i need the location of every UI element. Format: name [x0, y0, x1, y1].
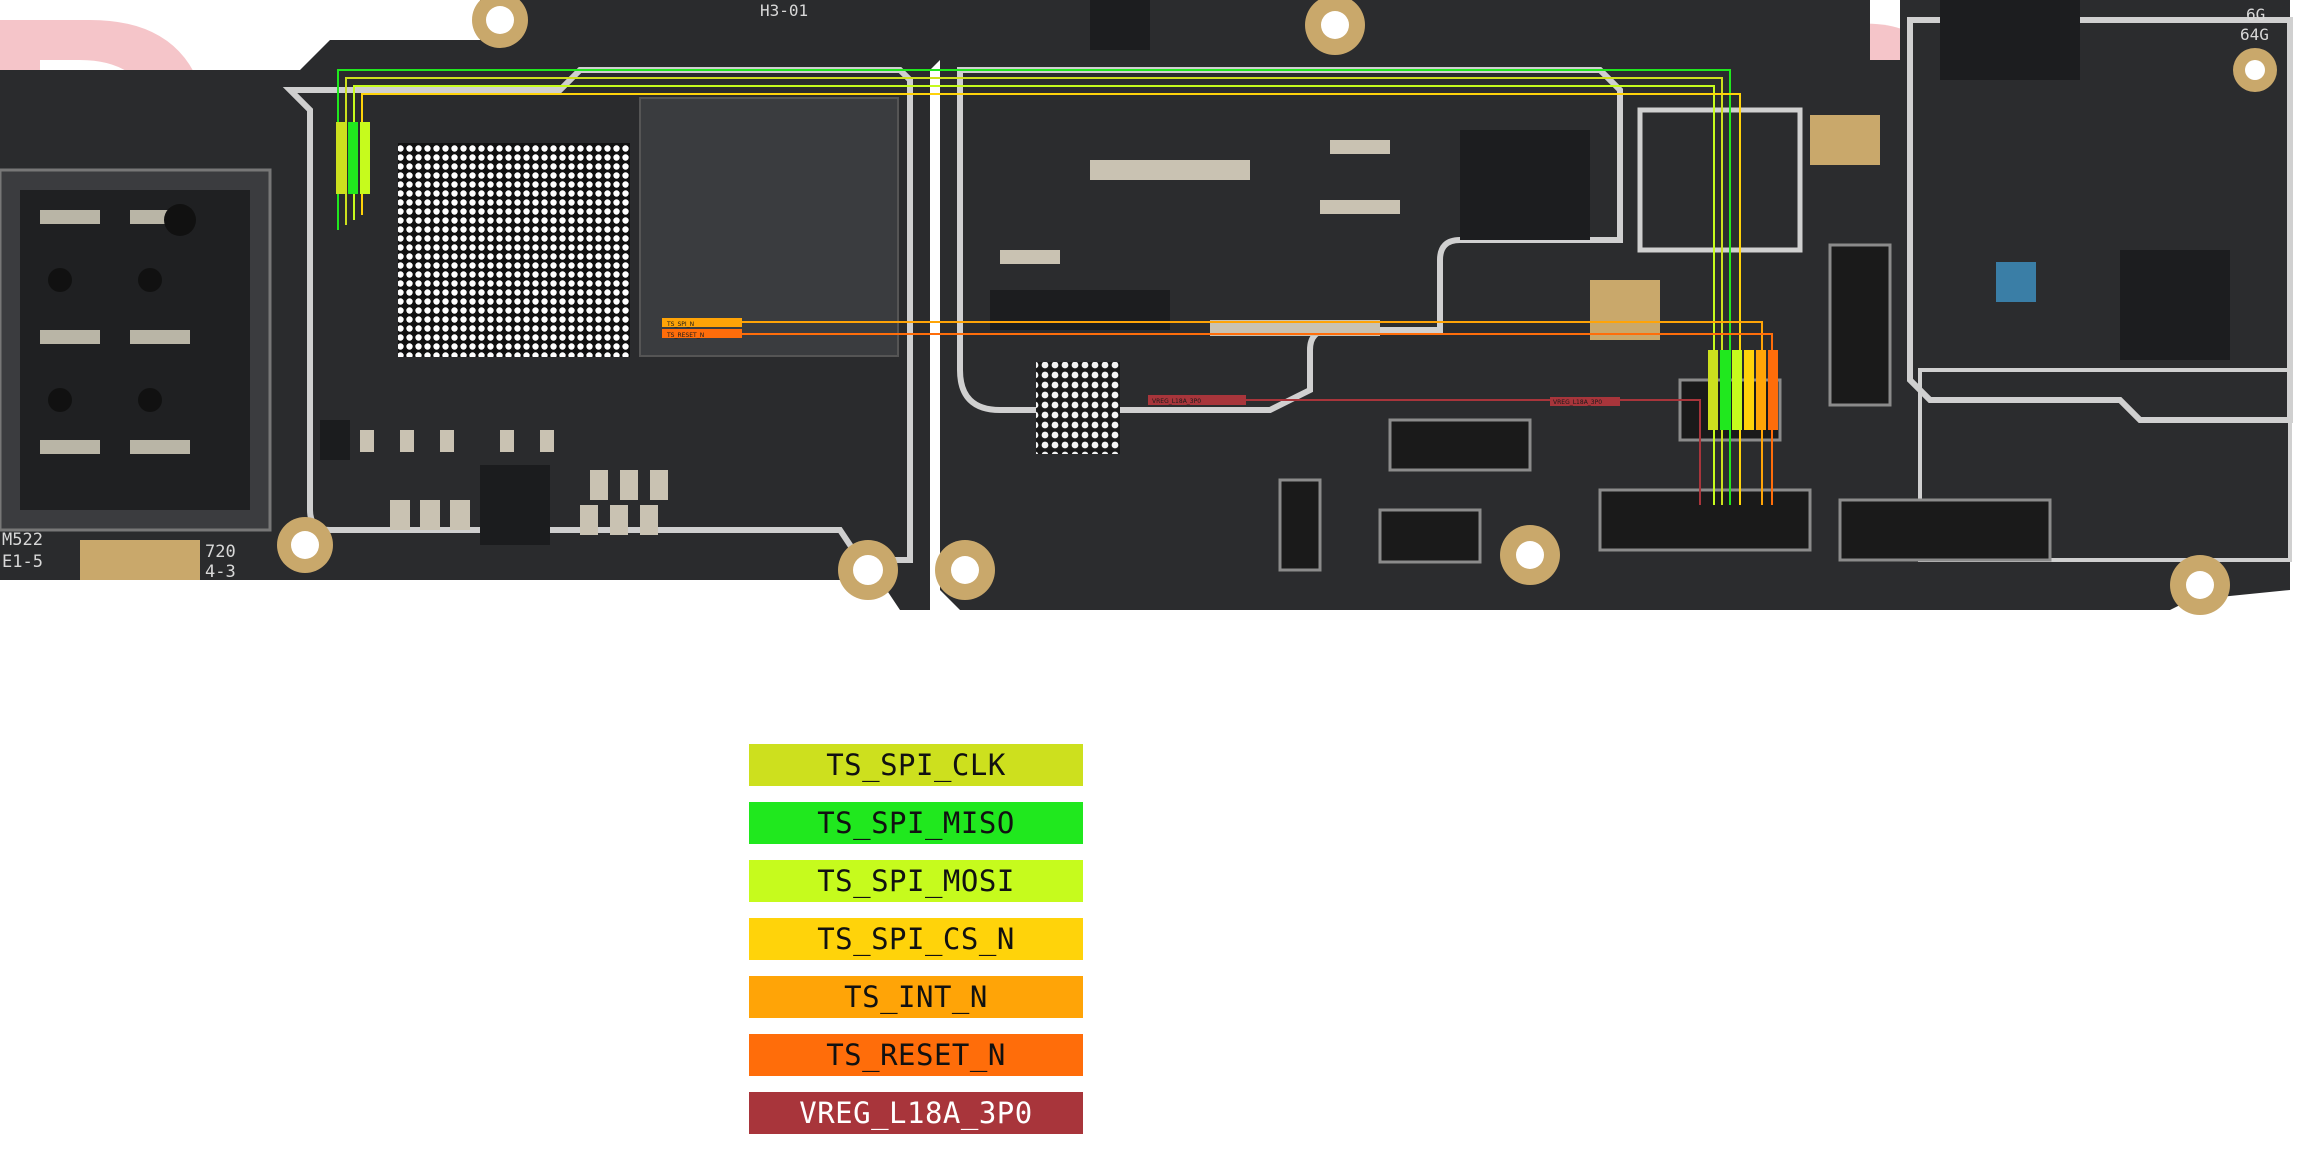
label-ts-spi: TS_SPI_N: [666, 321, 694, 328]
board-code-top: H3-01: [760, 1, 808, 20]
legend-item-ts-spi-cs-n: TS_SPI_CS_N: [749, 918, 1083, 960]
legend-item-ts-spi-clk: TS_SPI_CLK: [749, 744, 1083, 786]
right-board: 6G 64G: [935, 0, 2293, 615]
legend-item-ts-reset-n: TS_RESET_N: [749, 1034, 1083, 1076]
label-ts-reset: TS_RESET_N: [666, 332, 704, 339]
silkscreen-line-2: E1-5: [2, 552, 43, 572]
board-mark-64g: 64G: [2240, 25, 2269, 44]
silkscreen-line-1: M522: [2, 530, 43, 550]
label-vreg-a: VREG_L18A_3P0: [1152, 398, 1201, 405]
net-legend: TS_SPI_CLK TS_SPI_MISO TS_SPI_MOSI TS_SP…: [749, 744, 1083, 1150]
silkscreen-line-3: 720: [205, 542, 236, 562]
net-labels-small: TS_SPI_N TS_RESET_N VREG_L18A_3P0 VREG_L…: [666, 321, 1602, 406]
pcb-schematic-view: H3-01 M522 E1-5 720 4-3: [0, 0, 2293, 615]
legend-item-ts-int-n: TS_INT_N: [749, 976, 1083, 1018]
silkscreen-line-4: 4-3: [205, 562, 236, 582]
pin-highlights: [336, 122, 1778, 430]
legend-item-vreg-l18a-3p0: VREG_L18A_3P0: [749, 1092, 1083, 1134]
board-mark-6g: 6G: [2246, 5, 2265, 24]
label-vreg-b: VREG_L18A_3P0: [1553, 399, 1602, 406]
left-board: H3-01 M522 E1-5 720 4-3: [0, 0, 960, 610]
legend-item-ts-spi-mosi: TS_SPI_MOSI: [749, 860, 1083, 902]
legend-item-ts-spi-miso: TS_SPI_MISO: [749, 802, 1083, 844]
